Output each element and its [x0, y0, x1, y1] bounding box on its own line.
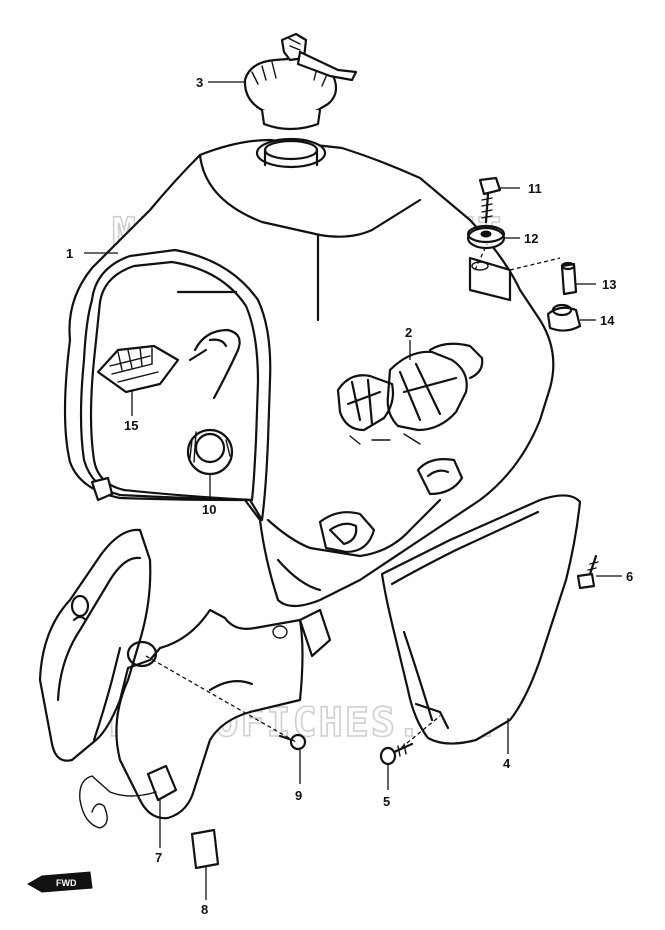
frame-cover	[38, 528, 332, 829]
callout-11: 11	[528, 181, 542, 196]
leader-lines	[84, 81, 622, 900]
callout-6: 6	[626, 569, 633, 584]
callout-8: 8	[201, 902, 208, 917]
callout-9: 9	[295, 788, 302, 803]
label-sheet	[190, 828, 220, 870]
screw-6	[576, 554, 599, 590]
washer	[466, 224, 506, 250]
callout-2: 2	[405, 325, 412, 340]
damper	[96, 344, 180, 394]
callout-3: 3	[196, 75, 203, 90]
fwd-label: FWD	[56, 878, 77, 888]
tank-emblem	[336, 342, 484, 445]
callout-10: 10	[202, 502, 216, 517]
knob	[186, 428, 234, 476]
callout-14: 14	[600, 313, 615, 328]
callout-4: 4	[503, 756, 511, 771]
cushion	[546, 303, 582, 332]
fuel-tank	[63, 137, 555, 608]
callout-5: 5	[383, 794, 390, 809]
screw-9	[278, 733, 307, 751]
side-cover	[380, 494, 582, 745]
callout-1: 1	[66, 246, 73, 261]
callout-labels: 1 2 3 4 5 6 7 8 9 10 11 12 13 14 15	[66, 75, 633, 917]
bolt	[478, 176, 502, 224]
callout-13: 13	[602, 277, 616, 292]
screw-5	[379, 742, 414, 766]
callout-12: 12	[524, 231, 538, 246]
collar	[560, 261, 578, 296]
callout-7: 7	[155, 850, 162, 865]
fwd-arrow-icon: FWD	[26, 871, 93, 893]
fuel-cap	[243, 32, 358, 131]
callout-15: 15	[124, 418, 138, 433]
